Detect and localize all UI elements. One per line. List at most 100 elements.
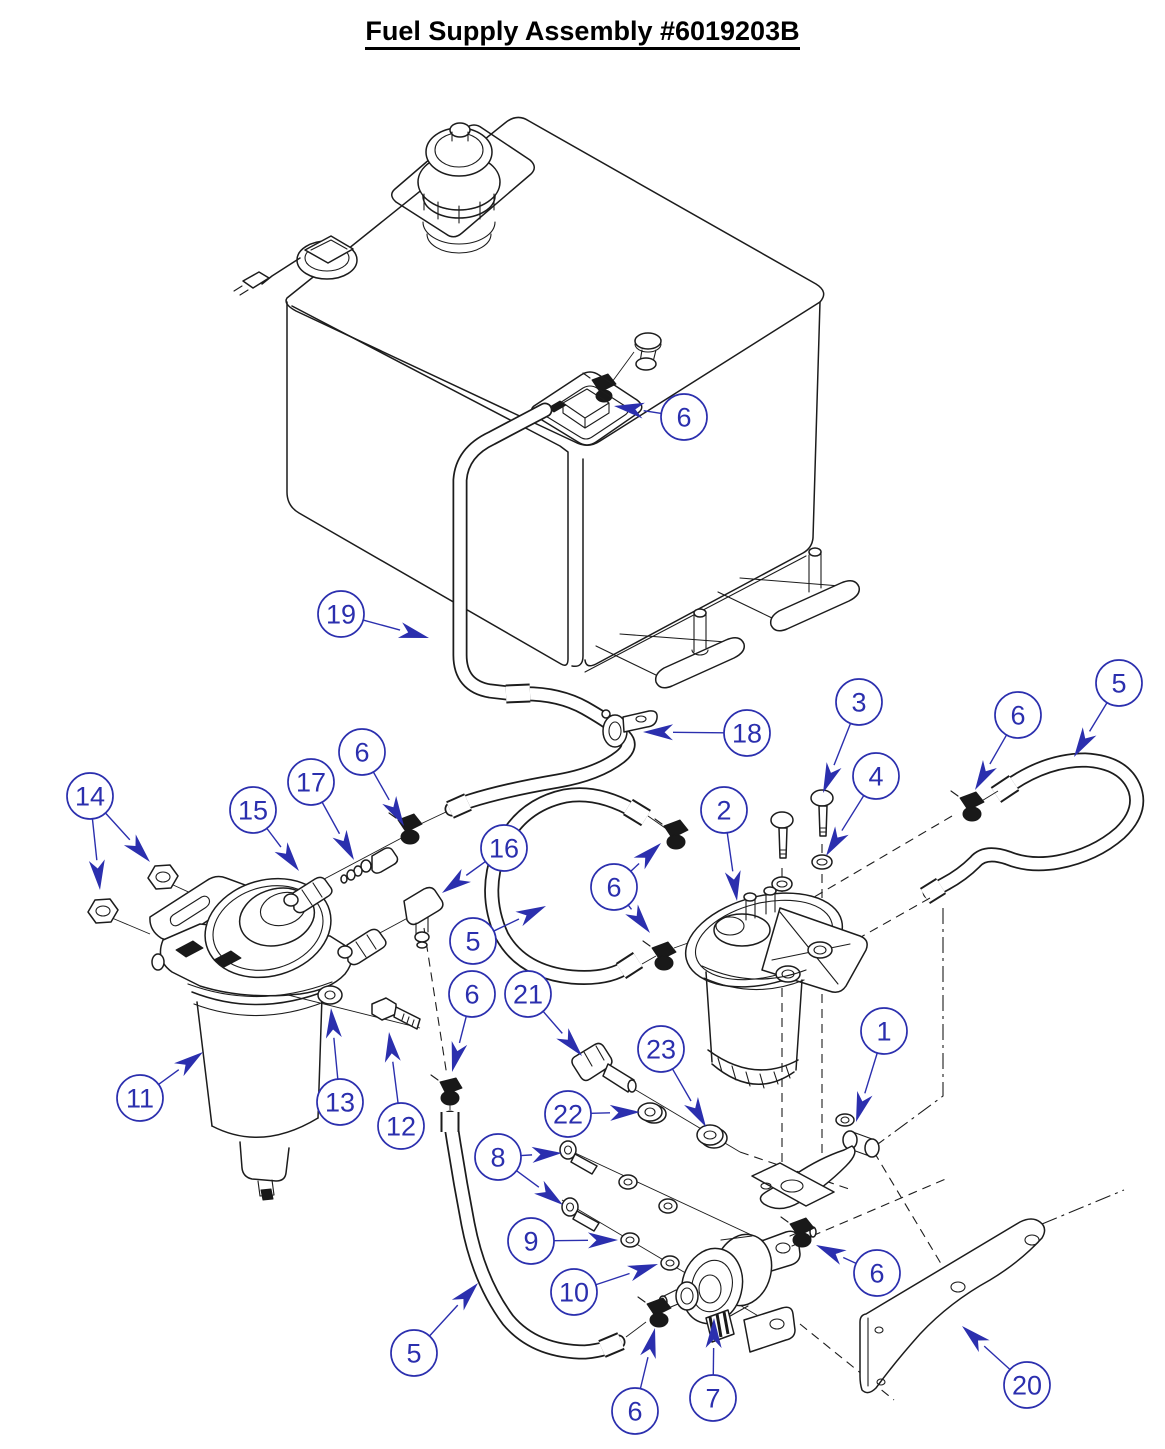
callout-balloon [660,393,708,441]
callout-balloon [700,786,748,834]
callout-11-19: 11 [116,1052,203,1122]
callout-number: 13 [325,1088,355,1118]
leader-line [864,1052,878,1094]
callout-number: 12 [386,1112,416,1142]
callout-number: 6 [606,873,621,903]
callout-6-3: 6 [338,728,404,826]
callout-number: 9 [523,1227,538,1257]
callout-number: 6 [354,738,369,768]
elbow-fitting-6a [388,812,423,845]
callout-number: 1 [876,1017,891,1047]
fuel-tank-drawing [233,116,861,689]
leader-line [493,918,520,932]
callout-10-24: 10 [550,1264,658,1316]
callout-balloon [853,1249,901,1297]
callout-number: 6 [464,980,479,1010]
right-hose [919,752,1145,905]
callout-7-27: 7 [689,1318,737,1422]
callout-balloon [116,1074,164,1122]
callout-balloon [1003,1361,1051,1409]
callout-6-28: 6 [816,1245,901,1297]
callout-1-29: 1 [856,1007,908,1122]
callout-balloon [637,1025,685,1073]
leader-arrowhead-icon [643,724,674,741]
callout-number: 14 [75,782,105,812]
callout-number: 23 [646,1035,676,1065]
callout-number: 7 [705,1384,720,1414]
leader-arrowhead-icon [531,1146,562,1163]
leader-line [321,801,341,835]
washer-10a [658,1198,678,1214]
washer-10b [660,1255,680,1271]
washer-13 [317,985,343,1005]
leader-line [671,1068,692,1102]
leader-arrowhead-icon [627,1264,658,1282]
leader-line [266,827,282,848]
leader-arrowhead-icon [325,1008,342,1039]
callout-6-11: 6 [975,691,1042,790]
leader-line [983,1345,1011,1371]
callout-6-14: 6 [590,843,661,933]
callout-5-12: 5 [1074,659,1143,757]
leader-arrowhead-icon [609,1104,640,1121]
callout-15-5: 15 [229,786,299,871]
callout-5-13: 5 [449,906,546,965]
callout-balloon [66,772,114,820]
callout-balloon [287,758,335,806]
callout-number: 22 [553,1100,583,1130]
callout-balloon [448,970,496,1018]
callout-balloon [504,970,552,1018]
bottom-hose [440,1100,647,1360]
callout-balloon [1095,659,1143,707]
leader-arrowhead-icon [382,795,404,826]
fuel-filter-right [684,789,868,1089]
leader-arrowhead-icon [88,859,105,890]
callout-16-7: 16 [442,824,528,893]
elbow-clamp-pump-outlet [780,1216,815,1248]
leader-line [833,723,852,766]
callout-6-15: 6 [448,970,496,1072]
leader-arrowhead-icon [724,870,741,901]
mid-fasteners [571,1042,728,1149]
leader-line [595,1272,630,1286]
elbow-fitting-16 [403,886,444,949]
leader-line [91,818,98,861]
middle-hose [484,787,703,985]
callout-balloon [723,709,771,757]
leader-line [627,904,633,910]
fitting-15a [283,876,333,914]
callout-balloon [994,691,1042,739]
leader-line [372,771,390,801]
leader-line [392,1061,399,1104]
washer-22 [637,1102,667,1124]
leader-line [726,832,734,872]
leader-arrowhead-icon [515,906,546,927]
leader-line [630,862,640,872]
fitting-15b [337,928,387,966]
callout-2-8: 2 [700,786,748,901]
leader-line [989,734,1008,765]
diagram-title-text: Fuel Supply Assembly #6019203B [365,16,800,50]
suction-tube [411,402,636,829]
leader-arrowhead-icon [397,622,429,638]
leader-arrowhead-icon [384,1032,401,1063]
construction-lines [111,815,1125,1401]
leader-arrowhead-icon [556,1028,582,1056]
callout-number: 5 [406,1339,421,1369]
leader-arrowhead-icon [534,1180,563,1205]
callout-number: 6 [869,1259,884,1289]
leader-arrowhead-icon [823,762,842,793]
fuel-pump [658,1226,817,1353]
screw-8b [561,1197,600,1232]
callout-number: 3 [851,688,866,718]
tank-mounting-feet [595,547,861,689]
callout-balloon [689,1374,737,1422]
callout-20-30: 20 [962,1326,1051,1409]
leader-arrowhead-icon [975,759,997,790]
elbow-clamp-mid-top [654,818,689,850]
callout-9-23: 9 [507,1217,618,1265]
callout-balloon [544,1090,592,1138]
fuel-sender [233,235,358,296]
